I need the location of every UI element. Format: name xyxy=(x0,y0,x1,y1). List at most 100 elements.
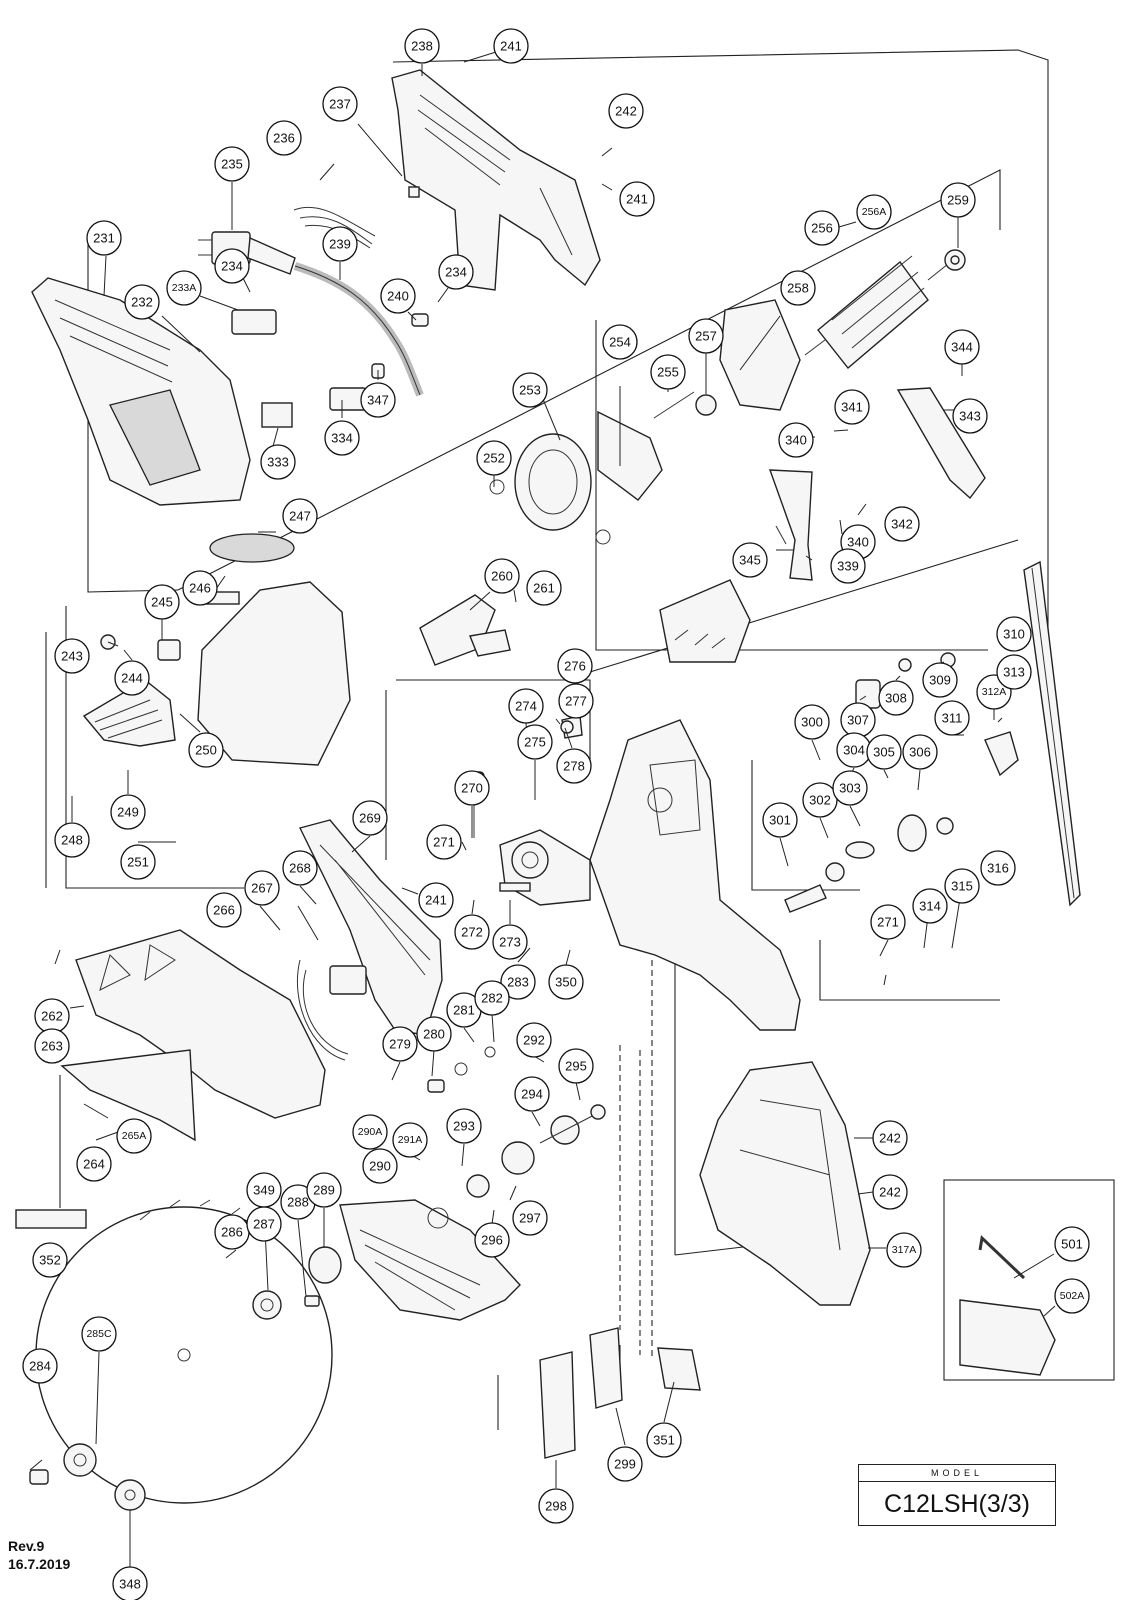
callout-243: 243 xyxy=(54,638,90,674)
svg-text:347: 347 xyxy=(367,393,389,408)
callout-300: 300 xyxy=(794,704,830,740)
svg-text:271: 271 xyxy=(433,835,455,850)
stator-assembly xyxy=(489,410,663,545)
callout-239: 239 xyxy=(322,226,358,262)
callout-261: 261 xyxy=(526,570,562,606)
callout-244: 244 xyxy=(114,660,150,696)
callout-334: 334 xyxy=(324,420,360,456)
callout-278: 278 xyxy=(556,748,592,784)
callout-259: 259 xyxy=(940,182,976,218)
callout-270: 270 xyxy=(454,770,490,806)
svg-text:257: 257 xyxy=(695,329,717,344)
svg-text:241: 241 xyxy=(500,39,522,54)
callout-352: 352 xyxy=(32,1242,68,1278)
svg-text:248: 248 xyxy=(61,833,83,848)
callout-249: 249 xyxy=(110,794,146,830)
callout-256A: 256A xyxy=(856,194,892,230)
svg-text:244: 244 xyxy=(121,671,143,686)
svg-text:342: 342 xyxy=(891,517,913,532)
callout-251: 251 xyxy=(120,844,156,880)
callout-305: 305 xyxy=(866,734,902,770)
callout-344: 344 xyxy=(944,329,980,365)
svg-text:240: 240 xyxy=(387,289,409,304)
svg-text:231: 231 xyxy=(93,231,115,246)
svg-text:245: 245 xyxy=(151,595,173,610)
svg-text:295: 295 xyxy=(565,1059,587,1074)
callout-348: 348 xyxy=(112,1566,148,1600)
svg-text:501: 501 xyxy=(1061,1237,1083,1252)
blade-cover-269 xyxy=(298,819,443,1036)
svg-text:256A: 256A xyxy=(862,206,887,218)
svg-text:290A: 290A xyxy=(358,1126,383,1138)
svg-text:242: 242 xyxy=(879,1131,901,1146)
svg-text:242: 242 xyxy=(879,1185,901,1200)
svg-text:247: 247 xyxy=(289,509,311,524)
svg-text:343: 343 xyxy=(959,409,981,424)
svg-text:246: 246 xyxy=(189,581,211,596)
svg-text:502A: 502A xyxy=(1060,1290,1085,1302)
callout-306: 306 xyxy=(902,734,938,770)
callout-236: 236 xyxy=(266,120,302,156)
callout-294: 294 xyxy=(514,1076,550,1112)
callout-283: 283 xyxy=(500,964,536,1000)
callout-256: 256 xyxy=(804,210,840,246)
svg-text:289: 289 xyxy=(313,1183,335,1198)
svg-text:294: 294 xyxy=(521,1087,543,1102)
gear-case-arm xyxy=(589,719,801,1031)
svg-text:235: 235 xyxy=(221,157,243,172)
callout-242: 242 xyxy=(608,93,644,129)
svg-text:239: 239 xyxy=(329,237,351,252)
svg-text:260: 260 xyxy=(491,569,513,584)
svg-text:288: 288 xyxy=(287,1195,309,1210)
svg-text:293: 293 xyxy=(453,1119,475,1134)
svg-text:340: 340 xyxy=(785,433,807,448)
callout-314: 314 xyxy=(912,888,948,924)
callout-301: 301 xyxy=(762,802,798,838)
callout-289: 289 xyxy=(306,1172,342,1208)
svg-text:285C: 285C xyxy=(86,1328,112,1340)
callout-233A: 233A xyxy=(166,270,202,306)
svg-text:259: 259 xyxy=(947,193,969,208)
callout-274: 274 xyxy=(508,688,544,724)
svg-text:241: 241 xyxy=(626,192,648,207)
callout-254: 254 xyxy=(602,324,638,360)
svg-text:234: 234 xyxy=(221,259,243,274)
svg-text:296: 296 xyxy=(481,1233,503,1248)
svg-text:264: 264 xyxy=(83,1157,105,1172)
svg-text:317A: 317A xyxy=(892,1244,917,1256)
svg-text:280: 280 xyxy=(423,1027,445,1042)
lower-guard-290 xyxy=(339,1199,521,1321)
callout-266: 266 xyxy=(206,892,242,928)
svg-text:345: 345 xyxy=(739,553,761,568)
callout-351: 351 xyxy=(646,1422,682,1458)
handle-231 xyxy=(31,277,251,506)
callout-237: 237 xyxy=(322,86,358,122)
callout-241c: 241 xyxy=(418,882,454,918)
revision-date: 16.7.2019 xyxy=(8,1556,71,1572)
switch-unit-268 xyxy=(296,959,367,1061)
callout-302: 302 xyxy=(802,782,838,818)
handle-cover-238 xyxy=(391,69,601,291)
svg-text:254: 254 xyxy=(609,335,631,350)
callout-345: 345 xyxy=(732,542,768,578)
callout-286: 286 xyxy=(214,1214,250,1250)
callout-262: 262 xyxy=(34,998,70,1034)
svg-text:313: 313 xyxy=(1003,665,1025,680)
svg-text:263: 263 xyxy=(41,1039,63,1054)
callout-258: 258 xyxy=(780,270,816,306)
callout-292: 292 xyxy=(516,1022,552,1058)
svg-text:297: 297 xyxy=(519,1211,541,1226)
svg-text:352: 352 xyxy=(39,1253,61,1268)
callout-501: 501 xyxy=(1054,1226,1090,1262)
callout-340: 340 xyxy=(778,422,814,458)
cord-and-plug xyxy=(198,206,424,397)
svg-text:302: 302 xyxy=(809,793,831,808)
svg-text:242: 242 xyxy=(615,104,637,119)
parts-298-299-351 xyxy=(539,1327,701,1459)
callout-273: 273 xyxy=(492,924,528,960)
accessory-box xyxy=(943,1179,1115,1381)
svg-text:252: 252 xyxy=(483,451,505,466)
svg-text:305: 305 xyxy=(873,745,895,760)
svg-text:282: 282 xyxy=(481,991,503,1006)
callout-275: 275 xyxy=(517,724,553,760)
